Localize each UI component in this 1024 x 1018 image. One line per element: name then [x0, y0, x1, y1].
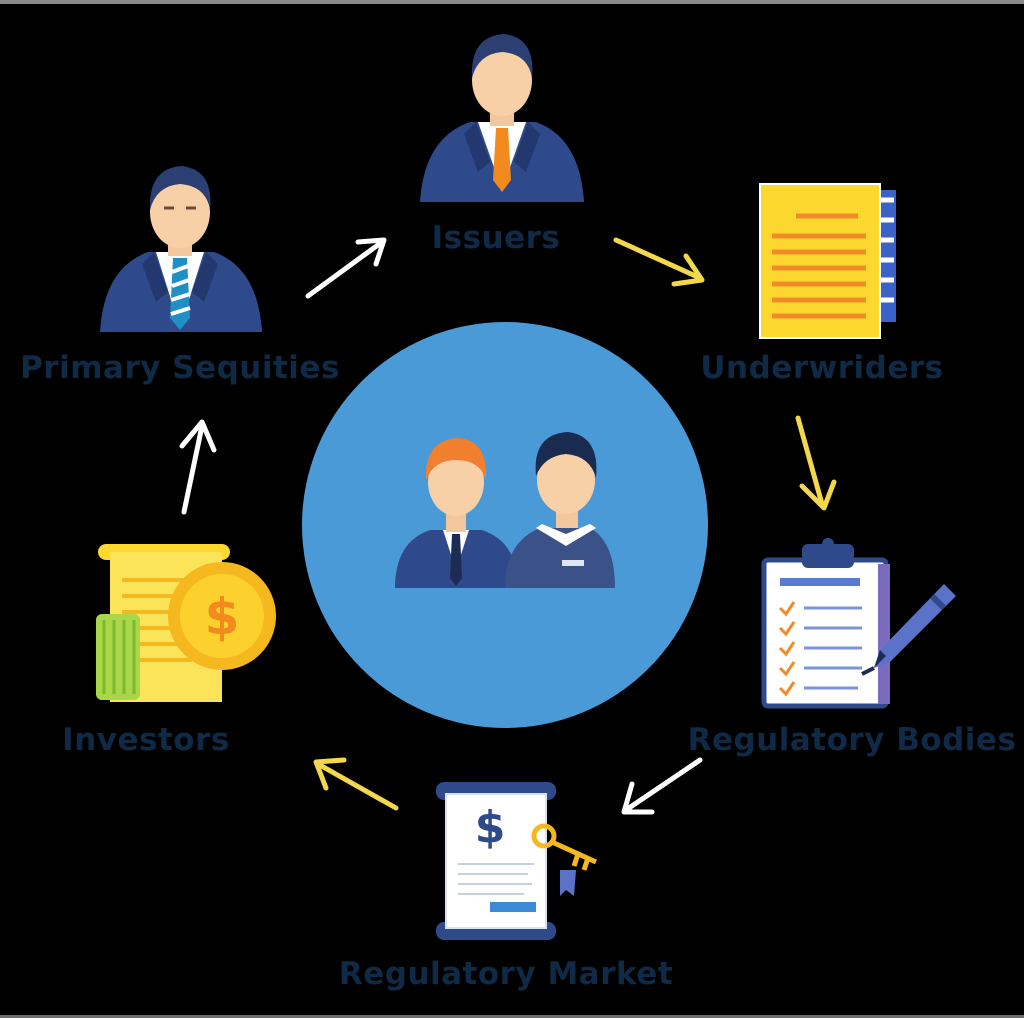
regulatory-market-label: Regulatory Market	[338, 956, 674, 992]
regulatory-bodies-label: Regulatory Bodies	[687, 722, 1017, 758]
investors-icon: $	[96, 544, 276, 702]
regulatory-bodies-icon	[761, 538, 956, 709]
top-border	[0, 0, 1024, 4]
arrow-primary-to-issuers	[305, 237, 387, 299]
center-node	[302, 322, 708, 728]
bill-stack-icon	[96, 614, 140, 700]
primary-securities-label: Primary Sequities	[20, 350, 340, 386]
svg-text:$: $	[475, 802, 506, 853]
primary-securities-icon	[100, 166, 262, 332]
arrow-market-to-investors	[313, 757, 399, 811]
arrow-underwriters-to-regulatory-bodies	[795, 415, 837, 511]
arrow-issuers-to-underwriters	[613, 237, 705, 287]
svg-text:$: $	[205, 588, 240, 646]
underwriters-icon	[759, 183, 896, 339]
center-circle	[302, 322, 708, 728]
issuers-label: Issuers	[431, 220, 561, 256]
issuers-icon	[420, 34, 584, 202]
key-icon	[531, 823, 598, 896]
pen-icon	[861, 584, 956, 676]
two-people-icon	[395, 432, 615, 588]
coin-icon: $	[168, 562, 276, 670]
bottom-border	[0, 1015, 1024, 1018]
arrow-investors-to-primary	[179, 419, 217, 515]
underwriters-label: Underwriders	[700, 350, 944, 386]
regulatory-market-icon: $	[436, 782, 598, 940]
arrow-regulatory-bodies-to-market	[621, 757, 703, 815]
investors-label: Investors	[62, 722, 230, 758]
